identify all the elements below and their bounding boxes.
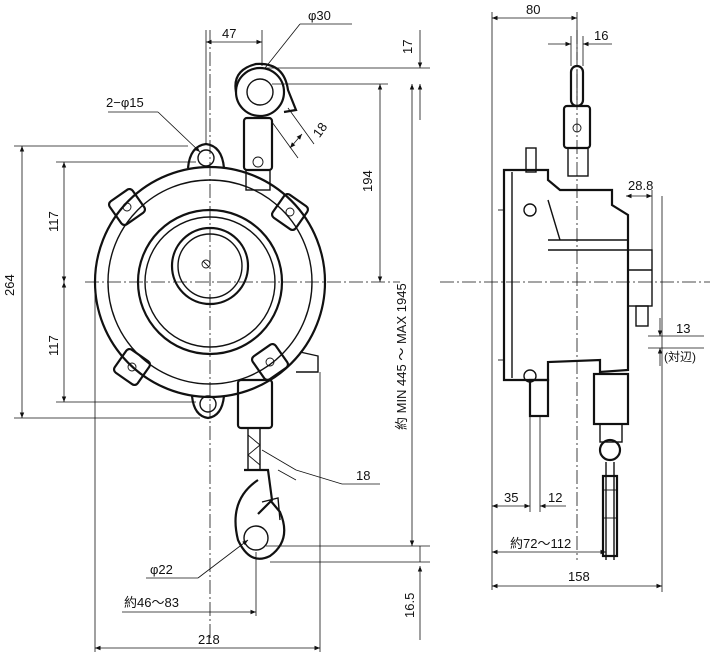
dim-hook-opening-label: 約46～83 [124, 595, 179, 610]
top-mount-lug [186, 142, 226, 169]
dim-stroke [266, 84, 430, 547]
side-lower-hook [528, 372, 630, 560]
dim-lower-half-label: 117 [46, 335, 61, 356]
dim-hook-thickness-top-label: 18 [310, 120, 331, 141]
dim-hook-to-center [272, 83, 388, 282]
dim-overall-height-label: 264 [2, 274, 17, 296]
drum-hub [170, 226, 250, 306]
dim-flats [648, 318, 704, 366]
bottom-mount-lug [190, 395, 226, 420]
dim-top-offset [262, 30, 430, 120]
dim-mount-holes-leader [157, 111, 201, 153]
front-view: 47 φ30 2−φ15 18 264 117 [2, 8, 430, 652]
dim-upper-half [56, 161, 196, 282]
dim-lower-hook-thickness [261, 449, 380, 485]
dim-overall-depth-label: 158 [568, 569, 590, 584]
dim-side-width-top-label: 80 [526, 2, 540, 17]
lower-cable-hook [234, 378, 286, 560]
dim-flats-note: (対辺) [664, 350, 696, 364]
dim-lower-hook-thickness-label: 18 [356, 468, 370, 483]
dim-hook-dia-leader [264, 23, 301, 69]
mount-hole-bottom [199, 395, 217, 413]
dim-overall-width-label: 218 [198, 632, 220, 647]
dim-offset-12-label: 12 [548, 490, 562, 505]
dim-hook-thickness-top [271, 107, 315, 159]
dim-offset-35-label: 35 [504, 490, 518, 505]
top-hook [234, 62, 298, 191]
dim-hook-to-center-label: 194 [360, 170, 375, 192]
dim-top-offset-label: 17 [400, 40, 415, 54]
dim-overall-depth [492, 196, 663, 592]
dim-lower-hook-dia-leader [197, 539, 249, 579]
dim-top-width [205, 30, 263, 144]
dim-lower-half [56, 282, 196, 403]
dim-bottom-offset-label: 16.5 [402, 593, 417, 618]
dim-lower-hook-dia-label: φ22 [150, 562, 173, 577]
mount-hole-top [197, 149, 215, 167]
dim-side-width-top [491, 12, 578, 590]
dim-side-protrusion-label: 28.8 [628, 178, 653, 193]
side-view: 80 16 28.8 13 (対辺) [440, 2, 710, 592]
dim-upper-half-label: 117 [46, 211, 61, 232]
dim-hook-width-label: 16 [594, 28, 608, 43]
dim-bottom-offset [270, 546, 430, 640]
dim-overall-width [94, 290, 321, 652]
dim-stroke-label: 約 MIN 445 ～ MAX 1945 [394, 283, 409, 430]
dim-overall-height [14, 145, 200, 419]
dim-side-protrusion [626, 190, 653, 250]
dim-side-offsets [492, 416, 566, 512]
front-housing [93, 165, 327, 399]
dim-hook-width [548, 36, 612, 66]
bolt-tabs [107, 187, 319, 387]
dim-hook-dia-label: φ30 [308, 8, 331, 23]
side-top-hook [562, 64, 592, 177]
dim-cable-range-label: 約72～112 [510, 536, 571, 551]
dim-hook-opening [122, 552, 257, 616]
dim-top-width-label: 47 [222, 26, 236, 41]
dim-mount-holes-label: 2−φ15 [106, 95, 144, 110]
dim-flats-label: 13 [676, 321, 690, 336]
